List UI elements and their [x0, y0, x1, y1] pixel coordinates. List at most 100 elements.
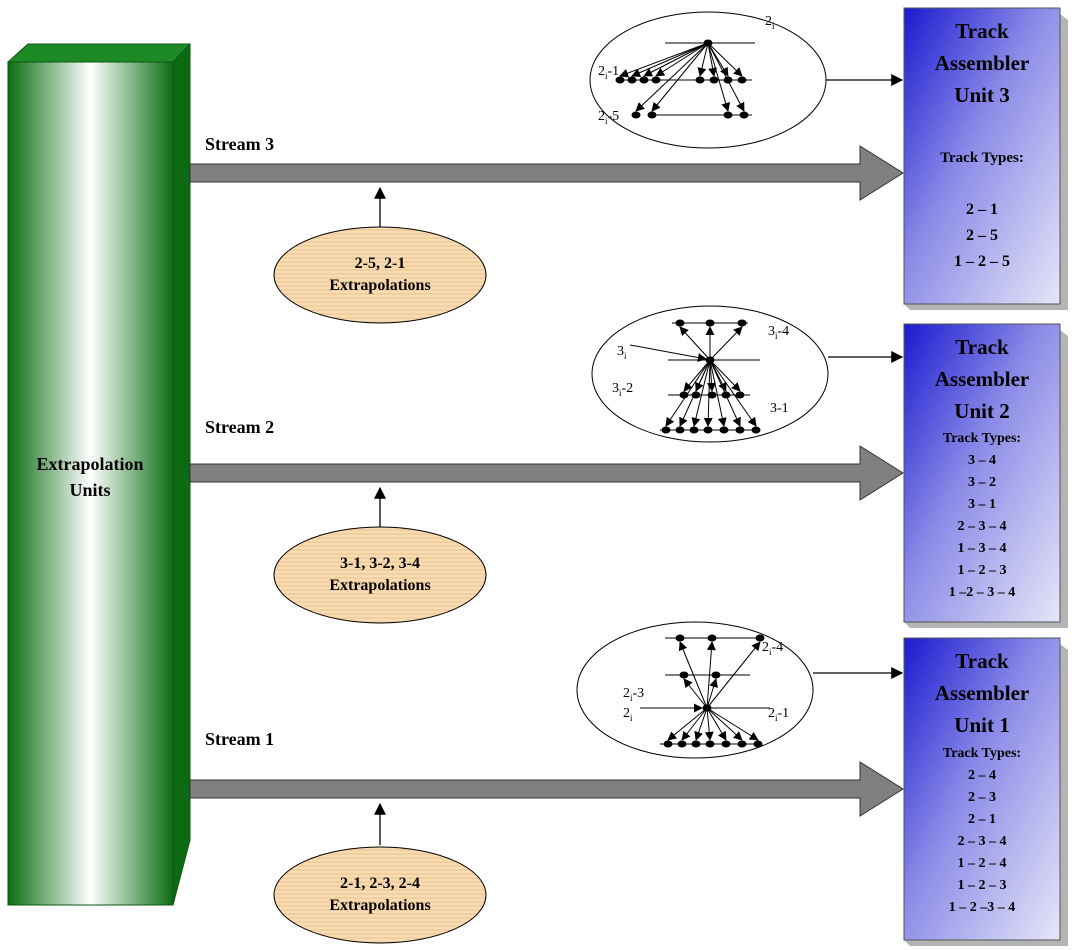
unit-2-type: 1 –2 – 3 – 4 — [949, 585, 1016, 600]
track-arrow — [678, 641, 708, 709]
stream-1-arrow — [189, 761, 904, 817]
track-pattern-diagram-unit-1: 2i-4 2i-3 2i 2i-1 — [576, 621, 904, 759]
track-arrow — [707, 42, 731, 112]
unit-2-type: 3 – 4 — [968, 453, 996, 468]
unit-1-type: 2 – 3 — [968, 790, 996, 805]
unit-2-title-3: Unit 2 — [954, 399, 1009, 423]
hit-dot — [737, 740, 747, 748]
track-arrow — [667, 707, 708, 741]
extrapolation-3-label-1: 2-5, 2-1 — [355, 255, 406, 272]
unit-1-type: 1 – 2 –3 – 4 — [949, 900, 1016, 915]
hit-dot — [679, 391, 689, 399]
track-arrow — [706, 678, 718, 709]
hit-dot — [737, 319, 747, 327]
extrapolation-2-label-2: Extrapolations — [329, 577, 430, 594]
diagram-1-label-b: 2i-3 — [623, 686, 644, 703]
unit-3-title-3: Unit 3 — [954, 83, 1009, 107]
hit-dot — [691, 740, 701, 748]
unit-1-type: 1 – 2 – 3 — [958, 878, 1007, 893]
hit-dot — [695, 76, 705, 84]
unit-3-title-2: Assembler — [935, 51, 1029, 75]
track-arrow — [707, 42, 717, 77]
stream-3-arrow — [189, 145, 904, 201]
unit-3-type: 2 – 5 — [966, 227, 998, 244]
unit-1-title-2: Assembler — [935, 681, 1029, 705]
unit-2-type: 3 – 1 — [968, 497, 996, 512]
stream-2-arrow — [189, 445, 904, 501]
diagram-3-label-b: 2i-1 — [598, 64, 619, 81]
extrapolation-units-block: Extrapolation Units — [6, 42, 191, 906]
stream-2-label: Stream 2 — [205, 417, 274, 437]
hit-dot — [709, 76, 719, 84]
track-pattern-diagram-unit-2: 3i 3i-4 3i-2 3-1 — [591, 305, 904, 443]
hit-dot — [663, 740, 673, 748]
hit-dot — [675, 426, 685, 434]
hit-dot — [719, 426, 729, 434]
unit-2-type: 1 – 2 – 3 — [958, 563, 1007, 578]
track-arrow — [651, 42, 709, 112]
diagram-1-label-a: 2i-4 — [762, 640, 783, 657]
unit-1-title-1: Track — [955, 649, 1009, 673]
hit-dot — [631, 111, 641, 119]
hit-dot — [689, 426, 699, 434]
stream-3-label: Stream 3 — [205, 134, 274, 154]
hit-dot — [737, 76, 747, 84]
unit-2-type: 3 – 2 — [968, 475, 996, 490]
track-arrow — [706, 707, 743, 741]
hit-dot — [705, 319, 715, 327]
track-arrow — [709, 326, 743, 361]
track-arrow — [709, 359, 741, 392]
track-arrow — [707, 42, 745, 112]
diagram-2-label-c: 3i-2 — [612, 381, 633, 398]
track-arrow — [706, 641, 761, 709]
hit-dot — [735, 391, 745, 399]
track-arrow — [709, 359, 741, 427]
track-arrow — [703, 359, 713, 427]
hit-dot — [711, 671, 721, 679]
diagram-2-label-d: 3-1 — [770, 401, 789, 416]
unit-2-type: 1 – 3 – 4 — [958, 541, 1007, 556]
track-arrow — [665, 359, 711, 427]
hit-dot — [627, 76, 637, 84]
extrapolation-1-label-2: Extrapolations — [329, 897, 430, 914]
track-arrow — [697, 42, 709, 77]
hit-dot — [639, 76, 649, 84]
extrapolation-ellipse-stream-1: 2-1, 2-3, 2-4 Extrapolations — [273, 802, 487, 944]
hit-dot — [703, 426, 713, 434]
stream-1-label: Stream 1 — [205, 729, 274, 749]
hit-dot — [661, 426, 671, 434]
hit-dot — [651, 76, 661, 84]
extrapolation-units-label-2: Units — [69, 480, 110, 500]
track-arrow — [643, 42, 709, 77]
track-assembler-unit-1: Track Assembler Unit 1 Track Types: 2 – … — [903, 637, 1068, 946]
track-assembler-unit-2: Track Assembler Unit 2 Track Types: 3 – … — [903, 323, 1068, 628]
unit-3-type: 1 – 2 – 5 — [954, 253, 1010, 270]
unit-2-types-label: Track Types: — [943, 431, 1021, 446]
track-arrow — [706, 707, 759, 741]
hit-dot — [675, 634, 685, 642]
diagram-2-label-a: 3i — [617, 344, 627, 361]
hit-dot — [679, 671, 689, 679]
track-arrow — [706, 707, 727, 741]
diagram-2-label-b: 3i-4 — [768, 324, 789, 341]
track-arrow — [691, 359, 711, 427]
diagram-3-label-a: 2i — [765, 14, 775, 31]
track-arrow — [707, 42, 743, 77]
extrapolation-units-label-1: Extrapolation — [36, 454, 143, 474]
hit-dot — [705, 740, 715, 748]
track-arrow — [635, 42, 709, 112]
hit-dot — [739, 111, 749, 119]
unit-2-title-2: Assembler — [935, 367, 1029, 391]
hit-dot — [751, 426, 761, 434]
diagram-3-label-c: 2i-5 — [598, 109, 619, 126]
track-arrow — [709, 359, 757, 427]
hit-dot — [675, 319, 685, 327]
extrapolation-3-label-2: Extrapolations — [329, 277, 430, 294]
hit-dot — [707, 634, 717, 642]
track-arrow — [679, 359, 711, 427]
hit-dot — [677, 740, 687, 748]
extrapolation-ellipse-stream-2: 3-1, 3-2, 3-4 Extrapolations — [273, 486, 487, 624]
hit-dot — [647, 111, 657, 119]
unit-1-type: 2 – 1 — [968, 812, 996, 827]
